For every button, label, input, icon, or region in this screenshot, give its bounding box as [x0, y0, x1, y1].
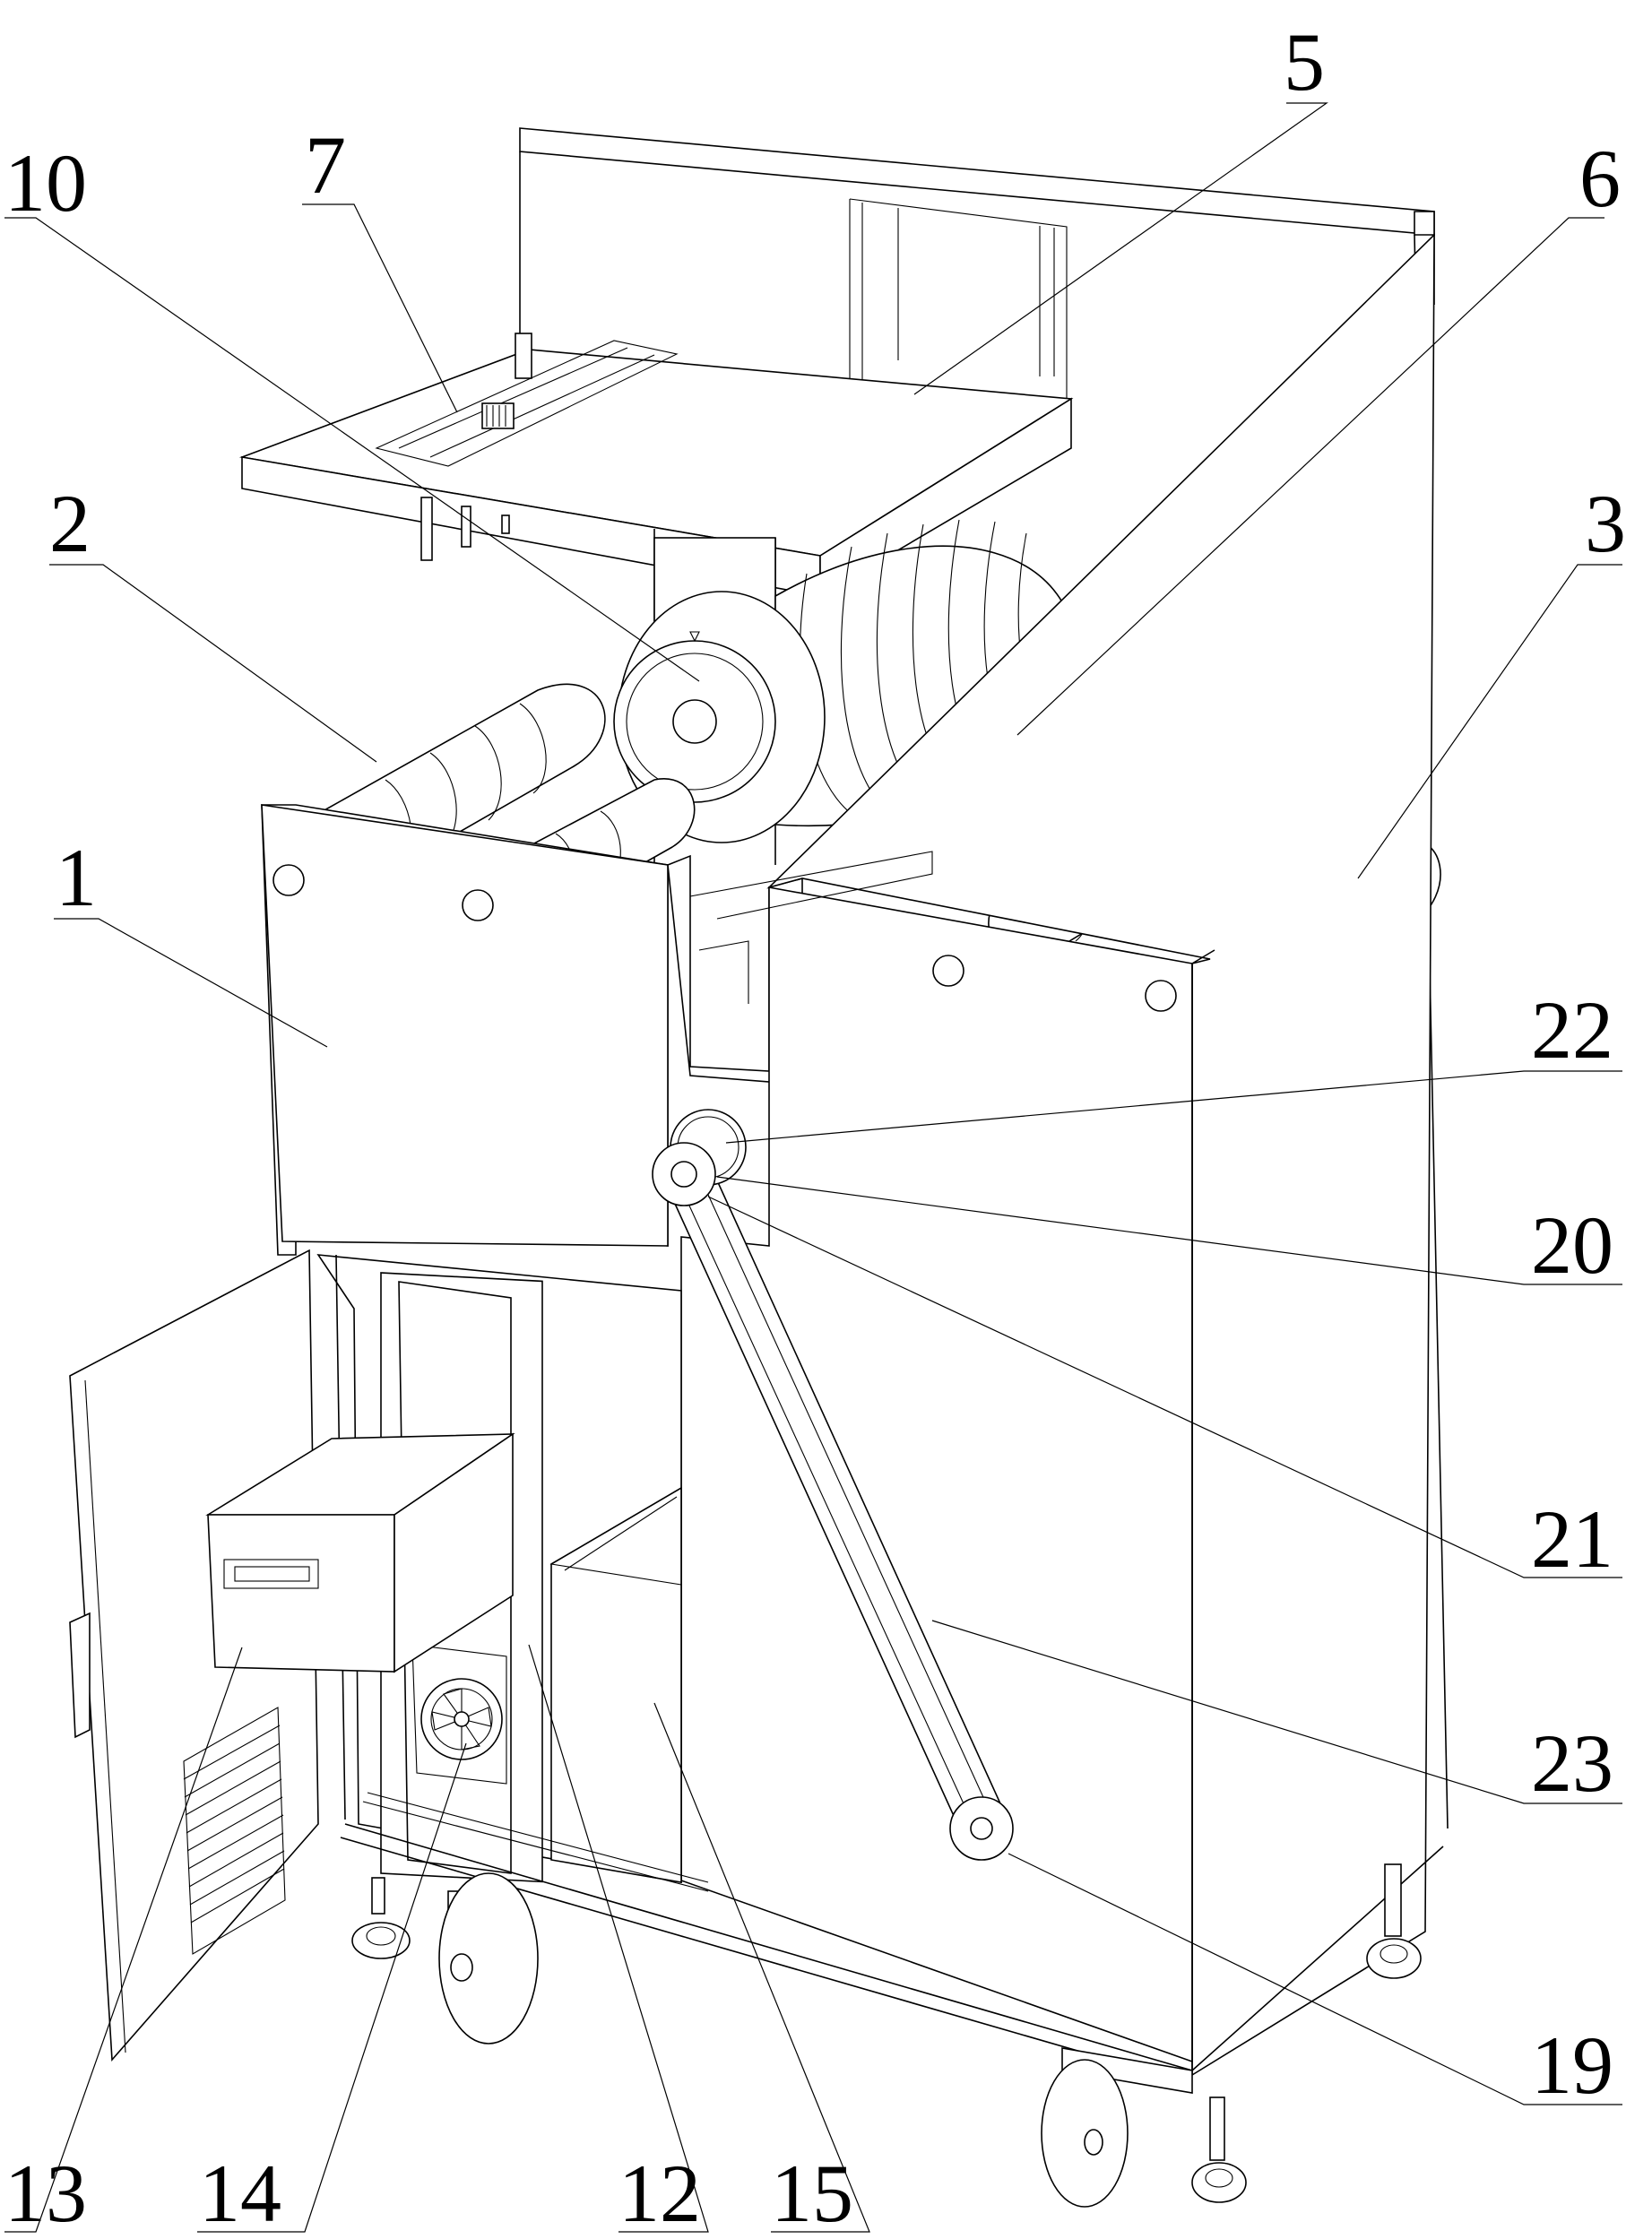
label-3: 3: [1585, 478, 1626, 569]
label-20: 20: [1531, 1199, 1613, 1291]
open-door: [69, 1249, 319, 2062]
part-labels: 10 7 5 6 2 3 1 22 20 21 23 19 13 14 12 1…: [4, 16, 1626, 2239]
label-23: 23: [1531, 1717, 1613, 1809]
leader-lines: [4, 102, 1622, 2233]
label-7: 7: [305, 119, 346, 211]
casters: [351, 1863, 1422, 2208]
large-gear: [613, 631, 776, 803]
label-14: 14: [199, 2148, 281, 2239]
drawer: [205, 1432, 515, 1673]
label-6: 6: [1579, 133, 1621, 224]
label-5: 5: [1284, 16, 1325, 108]
main-body: [261, 233, 1444, 2077]
label-21: 21: [1531, 1493, 1613, 1585]
label-22: 22: [1531, 984, 1613, 1076]
label-19: 19: [1531, 2019, 1613, 2111]
label-10: 10: [4, 137, 87, 229]
label-13: 13: [4, 2148, 87, 2239]
belt-drive: [652, 1109, 1014, 1861]
label-12: 12: [618, 2148, 701, 2239]
label-15: 15: [771, 2148, 853, 2239]
label-1: 1: [56, 832, 97, 923]
label-2: 2: [49, 478, 91, 569]
back-panel: [519, 127, 1449, 1829]
